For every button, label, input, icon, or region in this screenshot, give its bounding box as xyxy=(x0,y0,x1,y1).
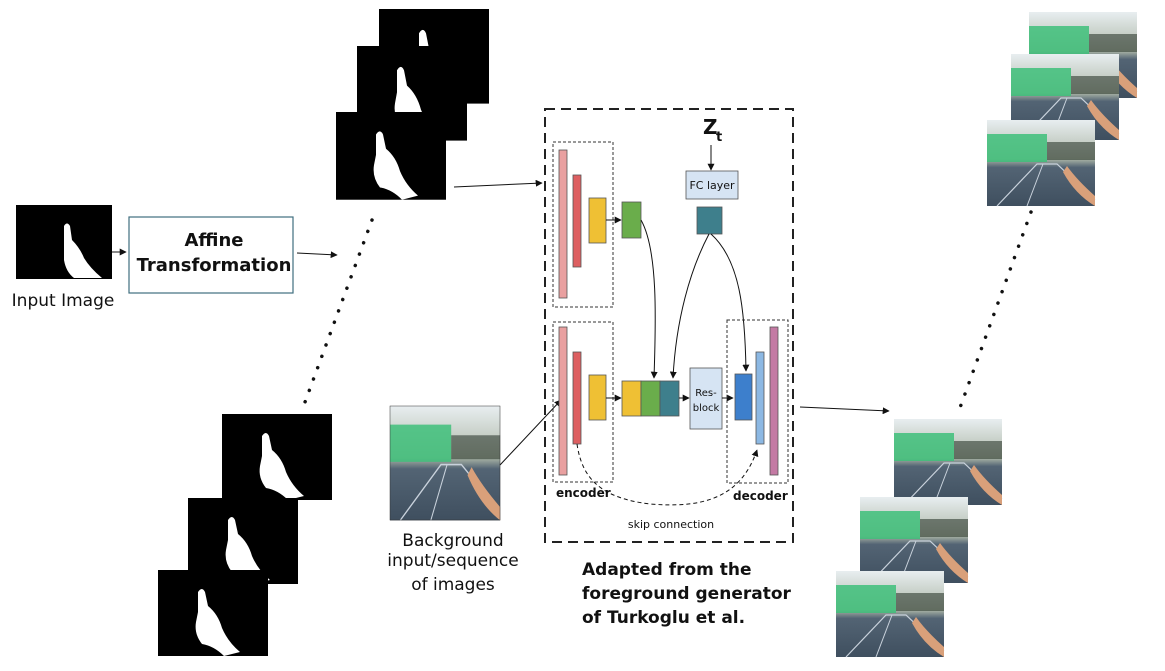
skip-connection-label: skip connection xyxy=(628,518,714,531)
resblock-label-line1: Res- xyxy=(695,388,717,399)
affine-label-line2: Transformation xyxy=(137,255,292,276)
affine-label-line1: Affine xyxy=(184,230,243,251)
input-image-label: Input Image xyxy=(12,291,115,311)
bottom-mask-stack xyxy=(158,414,332,656)
top-mask-stack xyxy=(336,9,489,200)
arrow-background-to-encoder xyxy=(499,399,562,466)
top-encoder-block-3 xyxy=(588,197,607,244)
top-encoder-bar-2 xyxy=(572,174,582,268)
arrow-noise-to-decoder xyxy=(710,233,750,372)
resblock-box xyxy=(689,367,723,430)
decoder-block-1 xyxy=(734,373,753,421)
decoder-bar-3 xyxy=(769,326,779,476)
fc-layer-label: FC layer xyxy=(689,179,735,192)
caption-line1: Adapted from the xyxy=(582,560,752,580)
encoder-bar-1 xyxy=(558,326,568,476)
decoder-bar-2 xyxy=(755,351,765,445)
encoder-block-3 xyxy=(588,374,607,421)
dotted-mask-sequence xyxy=(299,218,374,415)
generator-box xyxy=(544,108,794,543)
noise-feature-block xyxy=(696,206,723,235)
skip-connection-arrow xyxy=(576,443,759,506)
background-image xyxy=(389,405,501,522)
foreground-code-block xyxy=(621,201,642,239)
concat-yellow-block xyxy=(621,380,642,417)
background-label-line3: of images xyxy=(411,575,495,595)
bottom-encoder-box xyxy=(552,321,614,483)
top-encoder-bar-1 xyxy=(558,149,568,299)
concat-teal-block xyxy=(659,380,680,417)
background-label-line1: Background xyxy=(402,531,503,551)
top-encoder-box xyxy=(552,141,614,308)
bottom-output-stack xyxy=(835,418,1003,658)
dotted-output-sequence xyxy=(955,210,1033,418)
encoder-label: encoder xyxy=(556,486,611,500)
top-output-stack xyxy=(986,11,1138,207)
fc-layer-box xyxy=(685,170,739,200)
background-label-line2: input/sequence xyxy=(387,551,518,571)
affine-transformation-box xyxy=(128,216,294,294)
arrow-masks-to-generator xyxy=(453,179,543,188)
arrow-green-to-concat xyxy=(640,219,658,379)
decoder-label: decoder xyxy=(733,489,788,503)
decoder-box xyxy=(726,319,789,484)
arrow-generator-to-output xyxy=(799,406,890,415)
arrow-noise-to-concat xyxy=(669,233,710,379)
input-image xyxy=(16,205,112,279)
concat-green-block xyxy=(640,380,661,417)
z-symbol: Z xyxy=(703,115,718,139)
arrow-affine-to-masks xyxy=(296,251,338,259)
caption-line2: foreground generator xyxy=(582,584,792,604)
encoder-bar-2 xyxy=(572,351,582,445)
resblock-label-line2: block xyxy=(693,403,720,414)
caption-line3: of Turkoglu et al. xyxy=(582,608,745,628)
z-subscript: t xyxy=(716,130,722,145)
